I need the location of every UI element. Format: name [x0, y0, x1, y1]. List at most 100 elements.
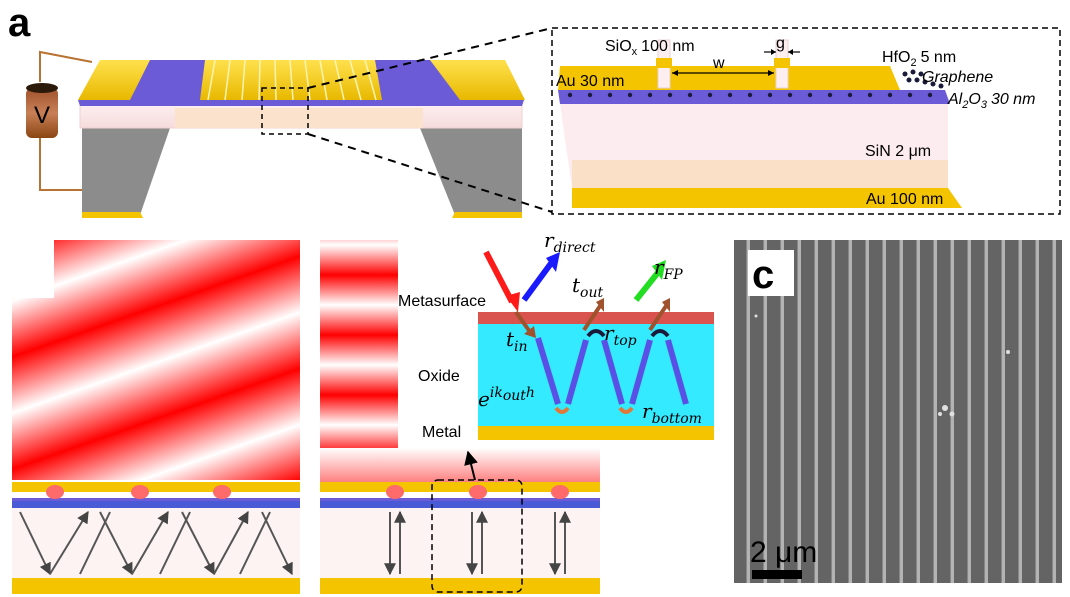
inset-sin-lower: [572, 160, 948, 188]
pillar-cap-left: [656, 58, 672, 68]
oxide-right: [320, 508, 600, 578]
graphene-patch-left: [130, 60, 205, 100]
sem-grating: [734, 240, 1062, 583]
transmission-arrows: [514, 304, 668, 334]
g-label: g: [776, 35, 785, 52]
phase-base: e: [478, 387, 490, 411]
o-text: O: [968, 91, 980, 108]
zoom-pointer: [464, 450, 478, 481]
w-label: w: [712, 55, 725, 72]
siox-subscript: x: [632, 46, 638, 58]
sem-image: c 2 μm: [734, 240, 1062, 583]
inset-gold-bottom: [572, 188, 962, 208]
zigzag-rays: [19, 510, 293, 576]
phase-exponent: ik: [490, 385, 503, 401]
hfo-thickness: 5 nm: [921, 49, 957, 66]
r-top-label: rtop: [604, 321, 637, 349]
fp-arrowhead: [652, 260, 666, 280]
hfo-text: HfO: [882, 49, 910, 66]
fp-arrow: [633, 268, 663, 302]
incident-arrow: [483, 250, 515, 304]
voltage-source: V: [26, 50, 93, 191]
wire-top: [39, 50, 93, 82]
spacer-right: [320, 492, 600, 498]
r-bottom-label: rbottom: [642, 399, 702, 427]
r-direct-label: rdirect: [544, 228, 596, 256]
oxide-label: Oxide: [418, 368, 460, 385]
top-reflections: [586, 329, 670, 338]
support-leg-right: [420, 128, 522, 215]
faded-wave-strip: [320, 448, 600, 482]
sem-shade: [734, 240, 1062, 583]
metasurface-grating: [207, 59, 377, 101]
direct-arrowhead: [546, 252, 560, 272]
r-direct-subscript: direct: [554, 240, 596, 256]
graphene-patch-right: [375, 60, 460, 100]
oxide-left: [12, 508, 300, 578]
zoom-line-bottom: [307, 133, 553, 213]
sem-label-bg: [748, 250, 794, 296]
phase-label: eikouth: [478, 385, 535, 411]
panel-label-c: c: [752, 253, 774, 297]
leg-gold-left: [82, 212, 143, 218]
al2o3-layer: [78, 100, 524, 106]
sin-label: SiN 2 μm: [865, 143, 931, 160]
siox-text: SiO: [605, 38, 632, 55]
vertical-rays: [384, 510, 571, 576]
metal-label: Metal: [422, 424, 461, 441]
r-bottom-symbol: r: [642, 399, 653, 423]
metasurface-strip-right: [320, 482, 600, 492]
metal-left: [12, 578, 300, 594]
normal-wave-field: [320, 240, 398, 448]
panel-label-a: a: [8, 1, 31, 45]
zoom-box-b: [431, 479, 523, 593]
blue-layer-left: [12, 501, 300, 508]
wire-bottom: [39, 138, 82, 191]
al-text: Al: [947, 91, 963, 108]
au-bottom-label: Au 100 nm: [866, 191, 943, 208]
t-in-label: tin: [506, 327, 528, 355]
fp-inset: Metasurface Oxide Metal rdirect rFP tout…: [398, 228, 718, 448]
o-subscript: 3: [981, 99, 988, 111]
blue-layer-right: [320, 501, 600, 508]
r-fp-label: rFP: [654, 255, 683, 283]
support-leg-left: [82, 128, 170, 215]
internal-rays: [535, 337, 689, 405]
leg-gold-right: [452, 212, 522, 218]
siox-thickness: 100 nm: [641, 38, 694, 55]
t-in-subscript: in: [514, 339, 528, 355]
hfo2-label: HfO2 5 nm: [882, 49, 956, 69]
metasurface-strip-left: [12, 482, 300, 492]
r-fp-symbol: r: [654, 255, 665, 279]
oblique-wave-field: [12, 240, 300, 480]
scale-bar-label: 2 μm: [750, 536, 817, 569]
scale-bar: [752, 570, 802, 579]
r-top-subscript: top: [614, 333, 637, 349]
inset-oxide: [478, 324, 714, 426]
hfo-subscript: 2: [910, 57, 916, 69]
al2o3-thickness: 30 nm: [991, 91, 1035, 108]
hotspots-left: [46, 485, 231, 499]
direct-arrow: [521, 260, 555, 302]
device-3d-view: [78, 27, 553, 218]
label-bg-b: [12, 240, 54, 298]
r-direct-symbol: r: [544, 228, 555, 252]
inset-al2o3: [558, 90, 950, 104]
phase-exponent-h: h: [526, 385, 535, 401]
pillar-cap-right: [774, 58, 790, 68]
graphene-line-right: [320, 498, 600, 501]
metal-right: [320, 578, 600, 594]
hotspots-right: [386, 485, 569, 499]
battery-cap: [26, 83, 58, 93]
incident-arrowhead: [506, 292, 520, 312]
inset-metal: [478, 426, 714, 440]
panel-b-right: [320, 240, 600, 594]
bottom-reflections: [554, 406, 634, 414]
au-top-label: Au 30 nm: [556, 73, 624, 90]
battery-body: [26, 88, 58, 138]
inset-gold-top: [558, 66, 900, 90]
